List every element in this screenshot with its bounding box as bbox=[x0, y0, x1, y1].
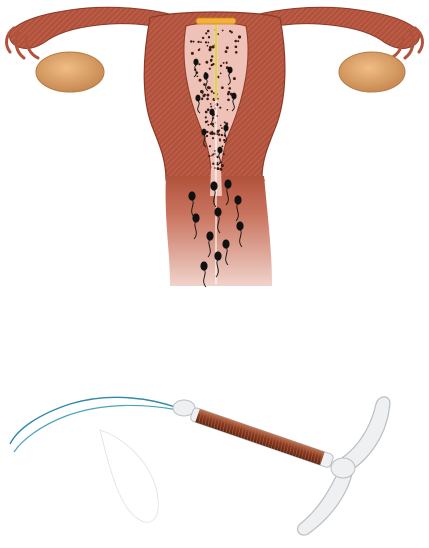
right-ovary bbox=[339, 52, 405, 92]
cavity-dot bbox=[197, 75, 199, 77]
cavity-dot bbox=[207, 45, 209, 47]
cavity-dot bbox=[220, 73, 222, 75]
cavity-dot bbox=[227, 98, 230, 101]
cavity-dot bbox=[225, 50, 228, 53]
cavity-dot bbox=[207, 30, 210, 33]
cavity-dot bbox=[229, 87, 232, 90]
cavity-dot bbox=[210, 103, 212, 105]
cavity-dot bbox=[220, 168, 223, 171]
cavity-dot bbox=[206, 98, 209, 101]
cavity-dot bbox=[206, 135, 208, 137]
cavity-dot bbox=[219, 107, 221, 109]
cavity-dot bbox=[206, 94, 209, 97]
cavity-dot bbox=[210, 60, 212, 62]
cavity-dot bbox=[221, 134, 223, 136]
cavity-dot bbox=[208, 86, 211, 89]
cavity-dot bbox=[217, 162, 219, 164]
cavity-dot bbox=[219, 138, 221, 140]
cavity-dot bbox=[217, 168, 219, 170]
cavity-dot bbox=[206, 120, 208, 122]
cavity-dot bbox=[212, 153, 214, 155]
cavity-dot bbox=[211, 64, 213, 66]
iud-arm-joint bbox=[331, 458, 355, 478]
cavity-dot bbox=[210, 106, 212, 108]
cavity-dot bbox=[197, 41, 199, 43]
cavity-dot bbox=[221, 145, 223, 147]
cavity-dot bbox=[233, 77, 236, 80]
cavity-dot bbox=[198, 49, 200, 51]
copper-iud-device bbox=[10, 397, 390, 535]
cavity-dot bbox=[205, 32, 207, 34]
cavity-dot bbox=[224, 121, 226, 123]
cavity-dot bbox=[201, 97, 203, 99]
iud-outline-sketch bbox=[100, 430, 158, 522]
cavity-dot bbox=[207, 108, 210, 111]
cavity-dot bbox=[228, 91, 231, 94]
cavity-dot bbox=[209, 46, 212, 49]
cavity-dot bbox=[227, 94, 229, 96]
cavity-dot bbox=[235, 51, 238, 54]
cavity-dot bbox=[208, 42, 210, 44]
cavity-dot bbox=[226, 109, 228, 111]
cavity-dot bbox=[205, 41, 207, 43]
cavity-dot bbox=[205, 111, 208, 114]
cavity-dot bbox=[234, 40, 237, 43]
cavity-dot bbox=[220, 65, 222, 67]
cavity-dot bbox=[191, 52, 194, 55]
cavity-dot bbox=[211, 131, 213, 133]
cavity-dot bbox=[207, 124, 209, 126]
cavity-dot bbox=[216, 156, 218, 158]
cavity-dot bbox=[200, 90, 203, 93]
uterus-illustration bbox=[7, 7, 423, 287]
cavity-dot bbox=[205, 116, 207, 118]
left-ovary bbox=[36, 52, 104, 92]
cavity-dot bbox=[199, 79, 202, 82]
cavity-dot bbox=[222, 30, 224, 32]
cavity-dot bbox=[190, 40, 192, 42]
cavity-dot bbox=[198, 63, 200, 65]
cavity-dot bbox=[211, 90, 213, 92]
cavity-dot bbox=[200, 41, 202, 43]
cavity-dot bbox=[212, 163, 214, 165]
cavity-dot bbox=[223, 153, 225, 155]
cavity-dot bbox=[202, 37, 204, 39]
cavity-dot bbox=[223, 62, 225, 64]
iud-string-2 bbox=[14, 405, 178, 452]
cavity-dot bbox=[211, 132, 214, 135]
cavity-dot bbox=[216, 130, 219, 133]
copper-coil-windings bbox=[197, 410, 324, 465]
cavity-dot bbox=[235, 45, 238, 48]
cavity-dot bbox=[209, 68, 211, 70]
cavity-dot bbox=[208, 48, 211, 51]
cavity-dot bbox=[221, 127, 223, 129]
cavity-dot bbox=[237, 40, 239, 42]
cavity-dot bbox=[212, 137, 214, 139]
cavity-dot bbox=[204, 94, 206, 96]
cavity-dot bbox=[203, 83, 206, 86]
cavity-dot bbox=[218, 133, 220, 135]
iud-string-1 bbox=[10, 397, 178, 444]
cavity-dot bbox=[221, 86, 224, 89]
cavity-dot bbox=[205, 61, 208, 64]
cavity-dot bbox=[208, 36, 210, 38]
cavity-dot bbox=[231, 31, 233, 33]
cavity-dot bbox=[208, 155, 210, 157]
cavity-dot bbox=[221, 164, 224, 167]
cavity-dot bbox=[226, 62, 228, 64]
cavity-dot bbox=[193, 41, 195, 43]
cavity-dot bbox=[220, 125, 222, 127]
cavity-dot bbox=[226, 46, 229, 49]
cavity-dot bbox=[211, 55, 213, 57]
cavity-dot bbox=[209, 145, 211, 147]
cavity-dot bbox=[238, 35, 241, 38]
